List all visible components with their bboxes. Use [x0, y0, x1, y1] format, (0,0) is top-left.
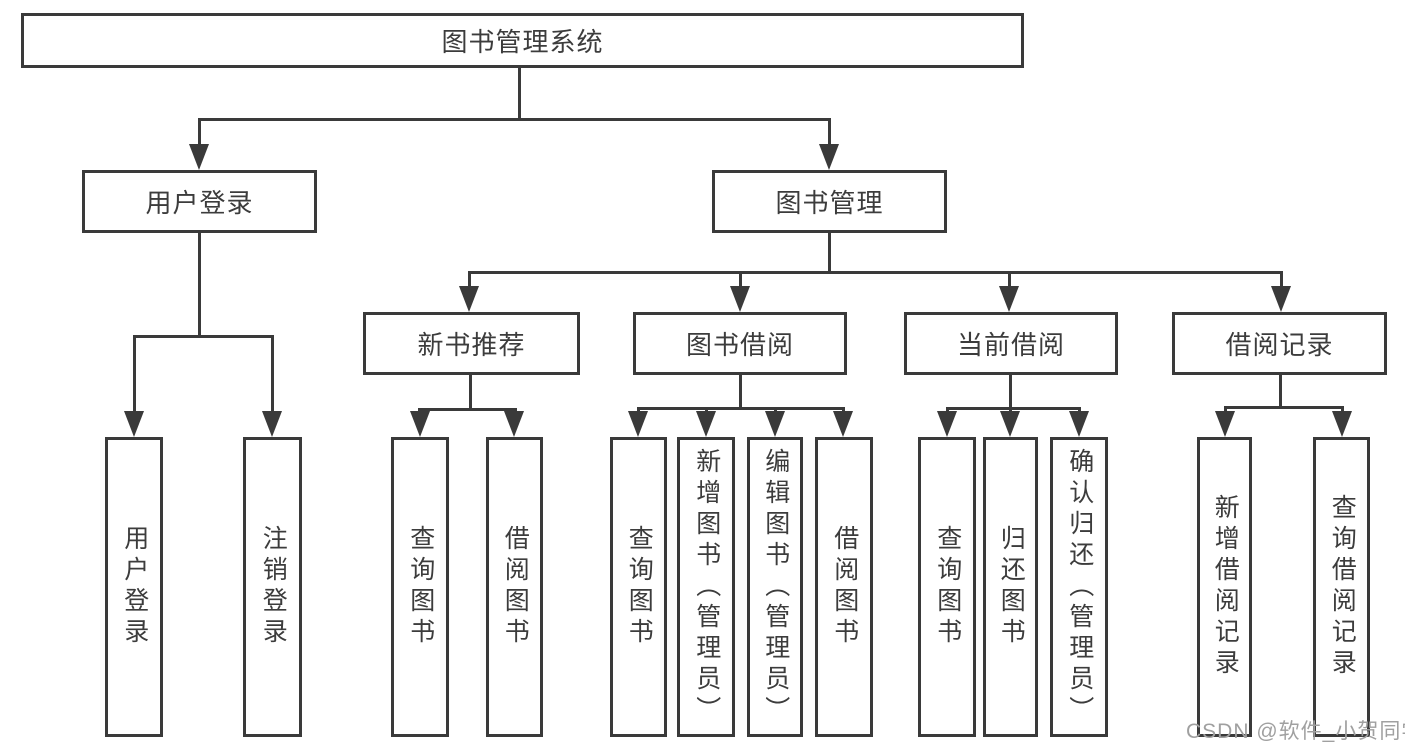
arrowhead	[765, 411, 785, 437]
node-add-books-admin: 新增图书（管理员）	[677, 437, 735, 737]
node-library-system: 图书管理系统	[21, 13, 1024, 68]
arrowhead	[262, 411, 282, 437]
connector-userlogin-arrow-2	[271, 335, 274, 414]
node-label: 借阅记录	[1225, 330, 1334, 360]
node-user-login: 用户登录	[82, 170, 317, 233]
node-query-borrow-record: 查询借阅记录	[1313, 437, 1370, 737]
arrowhead	[937, 411, 957, 437]
node-current-borrow: 当前借阅	[904, 312, 1118, 375]
node-label: 查询借阅记录	[1328, 494, 1357, 680]
node-query-books-current: 查询图书	[918, 437, 976, 737]
arrowhead	[1215, 411, 1235, 437]
connector-current-stem	[1009, 373, 1012, 410]
connector-bookmgmt-stem	[828, 231, 831, 273]
connector-records-arrow-1	[1224, 406, 1227, 415]
connector-records-arrow-2	[1341, 406, 1344, 415]
node-label: 图书管理系统	[441, 27, 604, 57]
node-label: 编辑图书（管理员）	[761, 447, 790, 727]
connector-bookmgmt-bar	[468, 271, 1282, 274]
arrowhead	[124, 411, 144, 437]
arrowhead	[833, 411, 853, 437]
arrowhead	[1069, 411, 1089, 437]
connector-borrow-stem	[739, 373, 742, 410]
node-label: 新增借阅记录	[1211, 494, 1240, 680]
arrowhead	[696, 411, 716, 437]
node-borrow-records: 借阅记录	[1172, 312, 1387, 375]
arrowhead	[730, 286, 750, 312]
node-book-management: 图书管理	[712, 170, 947, 233]
node-confirm-return-admin: 确认归还（管理员）	[1050, 437, 1108, 737]
connector-bookmgmt-arrow-2	[739, 271, 742, 288]
node-label: 当前借阅	[956, 330, 1065, 360]
connector-borrow-bar	[637, 407, 845, 410]
arrowhead	[459, 286, 479, 312]
node-edit-books-admin: 编辑图书（管理员）	[747, 437, 803, 737]
connector-bookmgmt-arrow-4	[1280, 271, 1283, 288]
node-add-borrow-record: 新增借阅记录	[1197, 437, 1252, 737]
node-label: 查询图书	[933, 525, 962, 649]
node-borrow-books-leaf: 借阅图书	[815, 437, 873, 737]
connector-recommend-stem	[469, 373, 472, 410]
connector-bookmgmt-arrow-3	[1008, 271, 1011, 288]
node-return-books: 归还图书	[983, 437, 1038, 737]
node-query-books-recommend: 查询图书	[391, 437, 449, 737]
arrowhead	[1271, 286, 1291, 312]
node-query-books-borrow: 查询图书	[610, 437, 667, 737]
connector-recommend-bar	[418, 408, 517, 411]
node-label: 确认归还（管理员）	[1065, 447, 1094, 727]
connector-records-stem	[1279, 373, 1282, 409]
arrowhead	[1000, 411, 1020, 437]
arrowhead	[819, 144, 839, 170]
connector-userlogin-stem	[198, 231, 201, 337]
node-label: 新书推荐	[417, 330, 526, 360]
node-label: 用户登录	[120, 525, 149, 649]
node-logout-leaf: 注销登录	[243, 437, 302, 737]
node-label: 查询图书	[406, 525, 435, 649]
node-label: 借阅图书	[501, 525, 530, 649]
connector-userlogin-arrow-1	[133, 335, 136, 414]
node-label: 注销登录	[259, 525, 288, 649]
node-new-book-recommend: 新书推荐	[363, 312, 580, 375]
node-label: 新增图书（管理员）	[692, 447, 721, 727]
node-label: 图书管理	[775, 188, 884, 218]
arrowhead	[189, 144, 209, 170]
arrowhead	[1332, 411, 1352, 437]
connector-root-bar	[198, 118, 831, 121]
arrowhead	[628, 411, 648, 437]
connector-userlogin-bar	[133, 335, 274, 338]
connector-current-bar	[946, 407, 1081, 410]
connector-root-arrow-right	[828, 118, 831, 146]
arrowhead	[999, 286, 1019, 312]
node-label: 借阅图书	[830, 525, 859, 649]
connector-root-stem	[518, 66, 521, 120]
node-book-borrow: 图书借阅	[633, 312, 847, 375]
node-user-login-leaf: 用户登录	[105, 437, 163, 737]
node-borrow-books-recommend: 借阅图书	[486, 437, 543, 737]
node-label: 图书借阅	[685, 330, 794, 360]
connector-root-arrow-left	[198, 118, 201, 146]
node-label: 用户登录	[145, 188, 254, 218]
node-label: 归还图书	[997, 525, 1026, 649]
csdn-watermark: CSDN @软件_小贺同学	[1186, 720, 1405, 743]
arrowhead	[410, 411, 430, 437]
connector-records-bar	[1224, 406, 1343, 409]
connector-bookmgmt-arrow-1	[468, 271, 471, 288]
node-label: 查询图书	[625, 525, 654, 649]
arrowhead	[504, 411, 524, 437]
